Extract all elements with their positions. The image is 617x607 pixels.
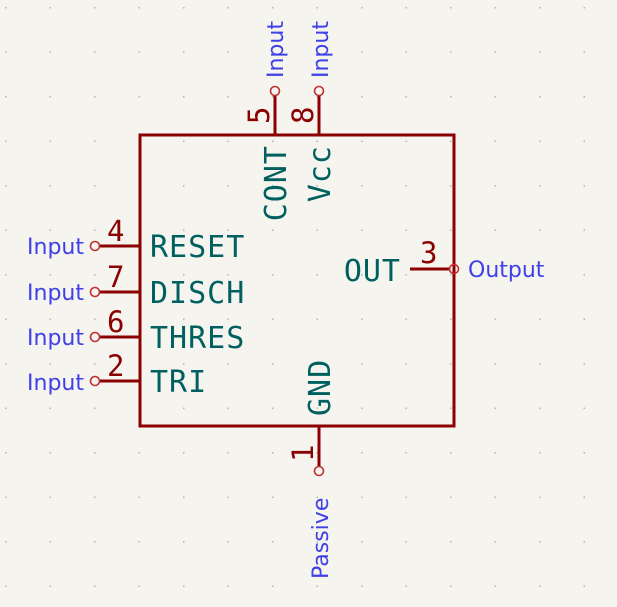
pin-number: 8 [286,107,320,124]
pin-terminal-icon [89,240,101,252]
pin-type: Input [264,21,289,78]
pin-number: 2 [107,349,124,383]
pin-terminal-icon [313,85,325,97]
pin-out[interactable]: 3 OUT Output [344,236,545,289]
pin-terminal-icon [89,286,101,298]
pin-type: Input [27,281,84,306]
pin-name: OUT [344,254,401,289]
pin-type: Input [27,326,84,351]
pin-type: Input [27,371,84,396]
pin-disch[interactable]: 7 DISCH Input [27,260,245,311]
pin-terminal-icon [313,465,325,477]
pin-terminal-icon [89,331,101,343]
pin-vcc[interactable]: 8 Vcc Input [286,21,338,203]
pin-gnd[interactable]: 1 GND Passive [286,359,338,579]
pin-cont[interactable]: 5 CONT Input [242,21,294,222]
pin-name: THRES [150,321,245,356]
pin-type: Input [27,235,84,260]
pin-terminal-icon [448,263,460,275]
pin-number: 7 [107,260,124,294]
pin-number: 6 [107,305,124,339]
pin-reset[interactable]: 4 RESET Input [27,214,245,265]
pin-thres[interactable]: 6 THRES Input [27,305,245,356]
pin-number: 5 [242,107,276,124]
pin-type: Input [309,21,334,78]
pin-terminal-icon [269,85,281,97]
pin-number: 3 [420,236,437,270]
pin-name: CONT [259,145,294,221]
pin-name: GND [303,359,338,416]
pin-type: Passive [309,498,334,579]
pin-name: TRI [150,365,207,400]
pin-number: 4 [107,214,124,248]
component-body[interactable] [138,133,456,428]
pin-terminal-icon [89,375,101,387]
pin-tri[interactable]: 2 TRI Input [27,349,207,400]
pin-name: DISCH [150,276,245,311]
pin-name: RESET [150,230,245,265]
pin-name: Vcc [303,145,338,202]
pin-type: Output [468,258,545,283]
pin-number: 1 [286,445,320,462]
